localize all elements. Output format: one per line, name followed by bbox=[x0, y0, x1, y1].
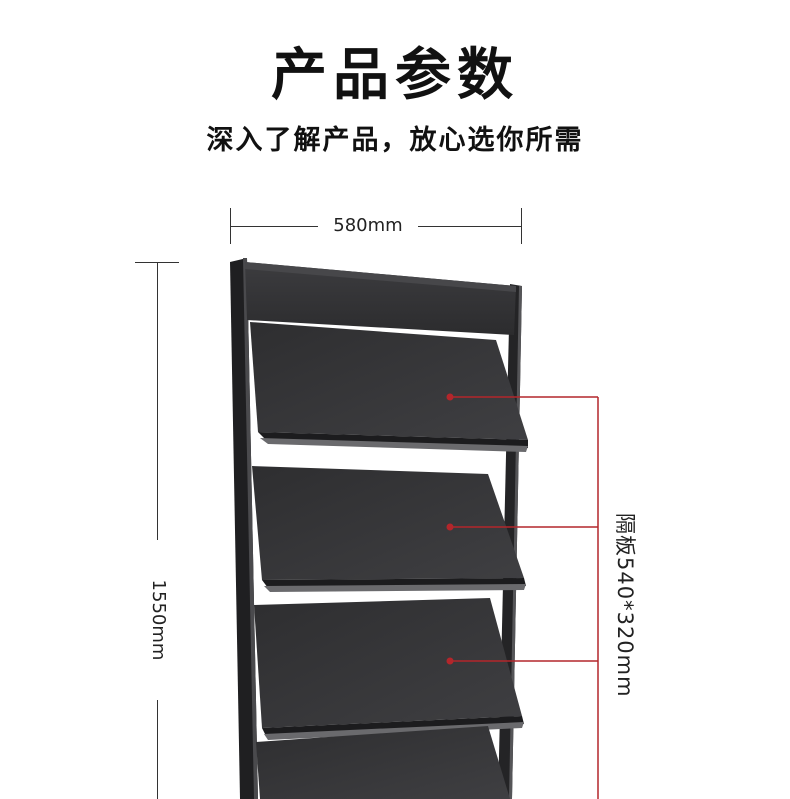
width-dimension-left-tick bbox=[230, 208, 231, 244]
shelf-1 bbox=[250, 322, 528, 452]
width-dimension-label: 580mm bbox=[318, 214, 418, 238]
height-dimension-line bbox=[157, 262, 158, 799]
page-title: 产品参数 bbox=[271, 43, 519, 108]
height-dimension-top-tick bbox=[135, 262, 179, 263]
shelf-3 bbox=[254, 598, 524, 740]
shelf-4 bbox=[256, 726, 510, 799]
callout-dots bbox=[446, 393, 454, 665]
left-upright bbox=[230, 258, 258, 799]
width-dimension-right-tick bbox=[521, 208, 522, 244]
shelf-callouts bbox=[450, 396, 599, 799]
shelf-dimension-label: 隔板540*320mm bbox=[611, 513, 639, 698]
shelf-2 bbox=[252, 466, 526, 592]
top-header-panel bbox=[245, 262, 516, 335]
page-subtitle: 深入了解产品，放心选你所需 bbox=[206, 125, 584, 156]
